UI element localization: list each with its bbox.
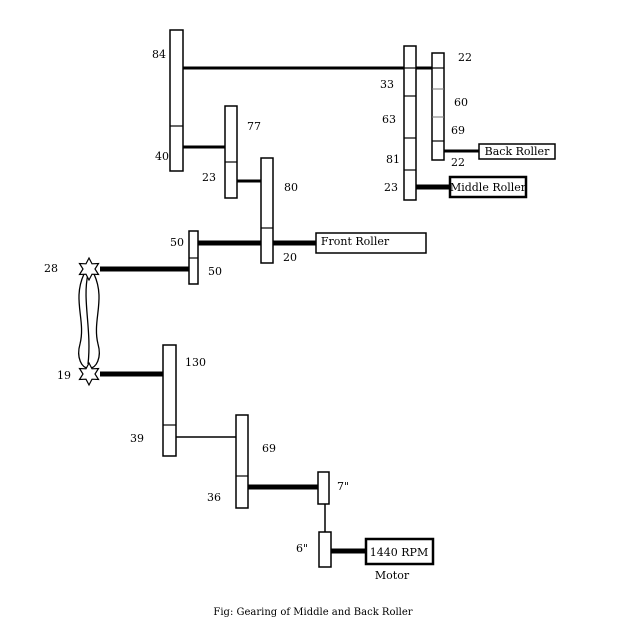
middle-roller-label: Middle Roller [450,181,527,194]
gear-label-39: 39 [130,432,144,445]
sprocket-label-28: 28 [44,262,58,275]
gear-label-23b: 23 [384,181,398,194]
gear-label-69b: 69 [262,442,276,455]
gear-77-23 [224,105,238,199]
figure-caption: Fig: Gearing of Middle and Back Roller [213,607,412,618]
front-roller-label: Front Roller [321,235,390,248]
gear-84-40 [169,29,184,172]
sprocket-19-icon [78,361,100,387]
gear-label-69a: 69 [451,124,465,137]
gear-label-36: 36 [207,491,221,504]
gear-label-22b: 22 [451,156,465,169]
sprocket-28-icon [78,256,100,282]
pulley-6in [318,531,332,568]
pulley-label-6in: 6" [296,542,308,555]
pulley-7in [317,471,330,505]
middle-roller-box [448,175,528,199]
gear-label-130: 130 [185,356,206,369]
gear-label-77: 77 [247,120,261,133]
motor-box [364,537,435,566]
back-roller-label: Back Roller [485,145,550,158]
sprocket-label-19: 19 [57,369,71,382]
gear-label-40: 40 [155,150,169,163]
gear-label-80: 80 [284,181,298,194]
gear-label-50b: 50 [208,265,222,278]
gear-label-23a: 23 [202,171,216,184]
back-roller-box [478,143,556,160]
chain-drive [78,273,100,369]
gear-label-81: 81 [386,153,400,166]
gear-69-36 [235,414,249,509]
motor-label: Motor [375,569,410,582]
gear-label-84: 84 [152,48,166,61]
gear-label-50a: 50 [170,236,184,249]
chain-inner-line [85,273,90,365]
pulley-label-7in: 7" [337,480,349,493]
gear-label-33: 33 [380,78,394,91]
motor-rpm-label: 1440 RPM [370,546,428,559]
gear-label-20: 20 [283,251,297,264]
gear-label-22a: 22 [458,51,472,64]
gear-label-63: 63 [382,113,396,126]
gear-stack-33-63-81-23 [403,45,417,201]
gear-label-60: 60 [454,96,468,109]
gear-130-39 [162,344,177,457]
gear-80-20 [260,157,274,264]
gear-stack-22-60-69-22 [431,52,445,161]
front-roller-box [315,232,427,254]
